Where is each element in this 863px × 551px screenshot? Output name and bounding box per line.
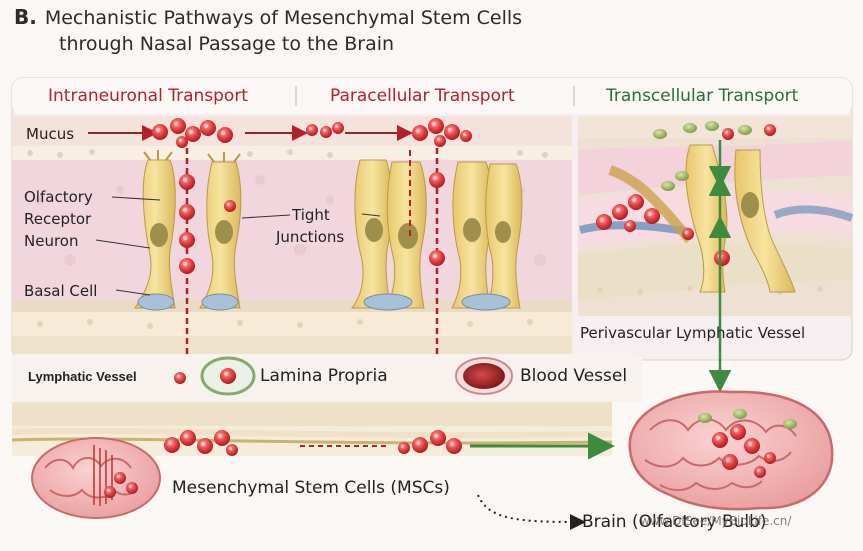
label-basal-cell: Basal Cell bbox=[24, 282, 98, 300]
panel-intraneuronal: Intraneuronal Transport bbox=[48, 86, 248, 106]
brain-icon bbox=[31, 437, 161, 519]
label-tight: Tight bbox=[292, 206, 330, 224]
olfactory-neuron-left bbox=[134, 150, 176, 309]
blood-cell-icon bbox=[455, 357, 513, 395]
paracellular-cells bbox=[351, 159, 523, 311]
label-orn-1: Olfactory bbox=[24, 188, 93, 206]
label-mscs: Mesenchymal Stem Cells (MSCs) bbox=[172, 478, 450, 498]
label-orn-3: Neuron bbox=[24, 232, 79, 250]
title-line-1: Mechanistic Pathways of Mesenchymal Stem… bbox=[44, 7, 523, 29]
label-brain-olfactory-bulb: Brain (Olfactory Bulb) bbox=[582, 512, 767, 532]
lymphatic-vessel-icon bbox=[200, 356, 256, 396]
label-lymphatic-vessel: Lymphatic Vessel bbox=[28, 369, 137, 384]
figure-letter: B. bbox=[14, 5, 37, 29]
label-lamina-propria: Lamina Propria bbox=[260, 366, 388, 386]
olfactory-neuron-right bbox=[199, 152, 242, 309]
figure-title: B. Mechanistic Pathways of Mesenchymal St… bbox=[14, 4, 634, 57]
label-mucus: Mucus bbox=[26, 125, 75, 143]
large-brain-icon bbox=[628, 390, 834, 511]
panel-transcellular: Transcellular Transport bbox=[606, 86, 799, 106]
label-junctions: Junctions bbox=[276, 228, 345, 246]
label-perivascular: Perivascular Lymphatic Vessel bbox=[580, 324, 806, 342]
label-blood-vessel: Blood Vessel bbox=[520, 366, 628, 386]
watermark: www.DISee/MyBioLife.cn/ bbox=[640, 514, 792, 528]
panel-paracellular: Paracellular Transport bbox=[330, 86, 515, 106]
title-line-2: through Nasal Passage to the Brain bbox=[59, 33, 395, 55]
label-orn-2: Receptor bbox=[24, 210, 92, 228]
